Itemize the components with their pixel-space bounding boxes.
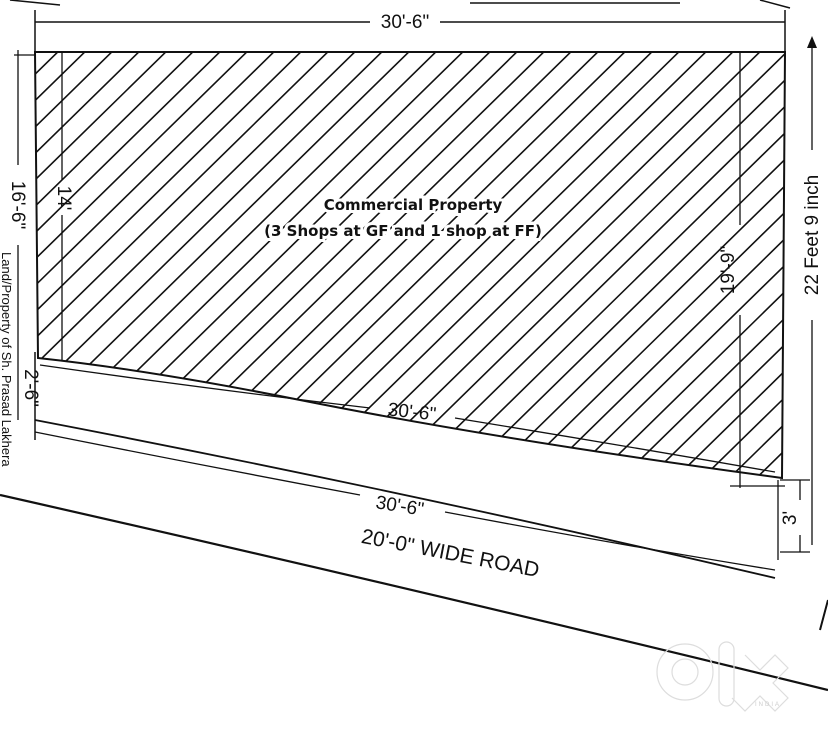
hatch-line <box>35 52 449 478</box>
hatch-line <box>85 52 557 478</box>
dim-left-inner-label: 14' <box>53 186 74 211</box>
hatch-line <box>625 52 785 478</box>
hatch-line <box>517 52 785 478</box>
hatch-line <box>35 52 260 478</box>
hatch-line <box>544 52 785 478</box>
plot-title-line1: Commercial Property <box>324 196 503 214</box>
road-label: 20'-0" WIDE ROAD <box>359 525 541 582</box>
hatch-line <box>35 52 395 478</box>
dim-top-label: 30'-6" <box>381 12 429 33</box>
hatch-line <box>598 52 785 478</box>
hatch-line <box>35 52 368 478</box>
hatch-line <box>35 52 476 478</box>
hatch-line <box>463 52 785 478</box>
dim-right-outer-label: 22 Feet 9 inch <box>802 175 823 295</box>
hatch-line <box>193 52 665 478</box>
hatch-line <box>35 52 179 478</box>
hatch-line <box>35 52 422 478</box>
hatch-line <box>166 52 638 478</box>
hatch-line <box>35 52 341 478</box>
hatch-line <box>652 52 785 478</box>
hatch-line <box>112 52 584 478</box>
plot-outline <box>33 51 787 480</box>
hatch-line <box>382 52 785 478</box>
dim-right-inner-label: 19'-9" <box>718 246 739 294</box>
hatch-line <box>35 52 314 478</box>
dim-right-small-label: 3' <box>780 511 801 525</box>
hatch-line <box>35 52 287 478</box>
dim-middle-label: 30'-6" <box>387 400 437 426</box>
neighbor-land-label: Land/Property of Sh. Prasad Lakhera <box>0 252 14 467</box>
hatch-line <box>490 52 785 478</box>
hatch-line <box>247 52 719 478</box>
dim-bottom-label: 30'-6" <box>374 492 425 520</box>
hatch-line <box>139 52 611 478</box>
olx-watermark-logo: INDIA <box>656 641 789 712</box>
hatch-line <box>35 52 125 478</box>
hatch-line <box>220 52 692 478</box>
watermark-region: INDIA <box>755 702 781 708</box>
hatch-line <box>35 52 233 478</box>
hatch-line <box>35 52 206 478</box>
hatch-pattern <box>35 52 785 478</box>
road-edge-line <box>34 419 776 579</box>
hatch-line <box>35 52 503 478</box>
dim-left-small-label: 2'-6" <box>20 369 41 407</box>
hatch-line <box>571 52 785 478</box>
hatch-line <box>35 52 152 478</box>
hatch-line <box>679 52 785 478</box>
hatch-line <box>58 52 530 478</box>
hatch-line <box>436 52 785 478</box>
hatch-line <box>355 52 785 478</box>
plot-title-line2: (3 Shops at GF and 1 shop at FF) <box>264 222 542 240</box>
road-far-edge-line <box>0 493 828 692</box>
dim-left-outer-label: 16'-6" <box>7 181 28 229</box>
hatch-line <box>274 52 746 478</box>
